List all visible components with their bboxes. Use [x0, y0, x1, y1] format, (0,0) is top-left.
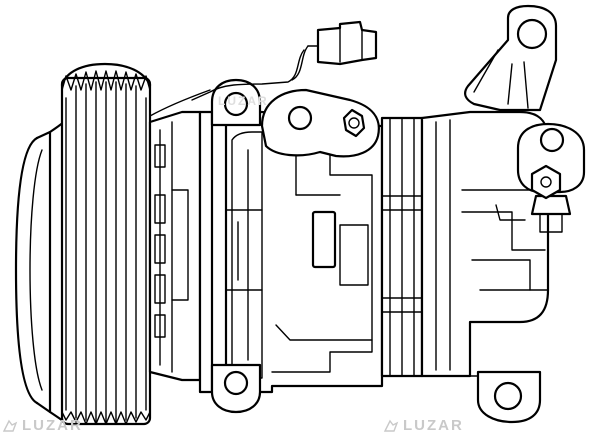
pulley — [60, 62, 152, 426]
watermark-left: LUZAR — [2, 417, 83, 434]
pulley-ribs — [65, 81, 147, 423]
clutch-front-plate — [14, 118, 68, 425]
watermark-middle: LUZAR — [218, 94, 269, 108]
watermark-emblem-icon — [383, 419, 399, 432]
top-mount-bracket — [464, 4, 558, 112]
watermark-emblem-icon — [2, 419, 18, 432]
right-lower-ear — [469, 370, 542, 424]
rear-band — [380, 116, 424, 378]
left-lower-ear — [210, 363, 262, 414]
electrical-connector — [149, 20, 378, 117]
watermark-text: LUZAR — [403, 417, 464, 434]
clutch-housing — [148, 110, 202, 382]
watermark-text: LUZAR — [218, 94, 269, 108]
port-block — [516, 122, 586, 233]
compressor-body — [198, 110, 384, 394]
watermark-text: LUZAR — [22, 417, 83, 434]
top-port-lobe — [260, 88, 380, 158]
watermark-right: LUZAR — [383, 417, 464, 434]
